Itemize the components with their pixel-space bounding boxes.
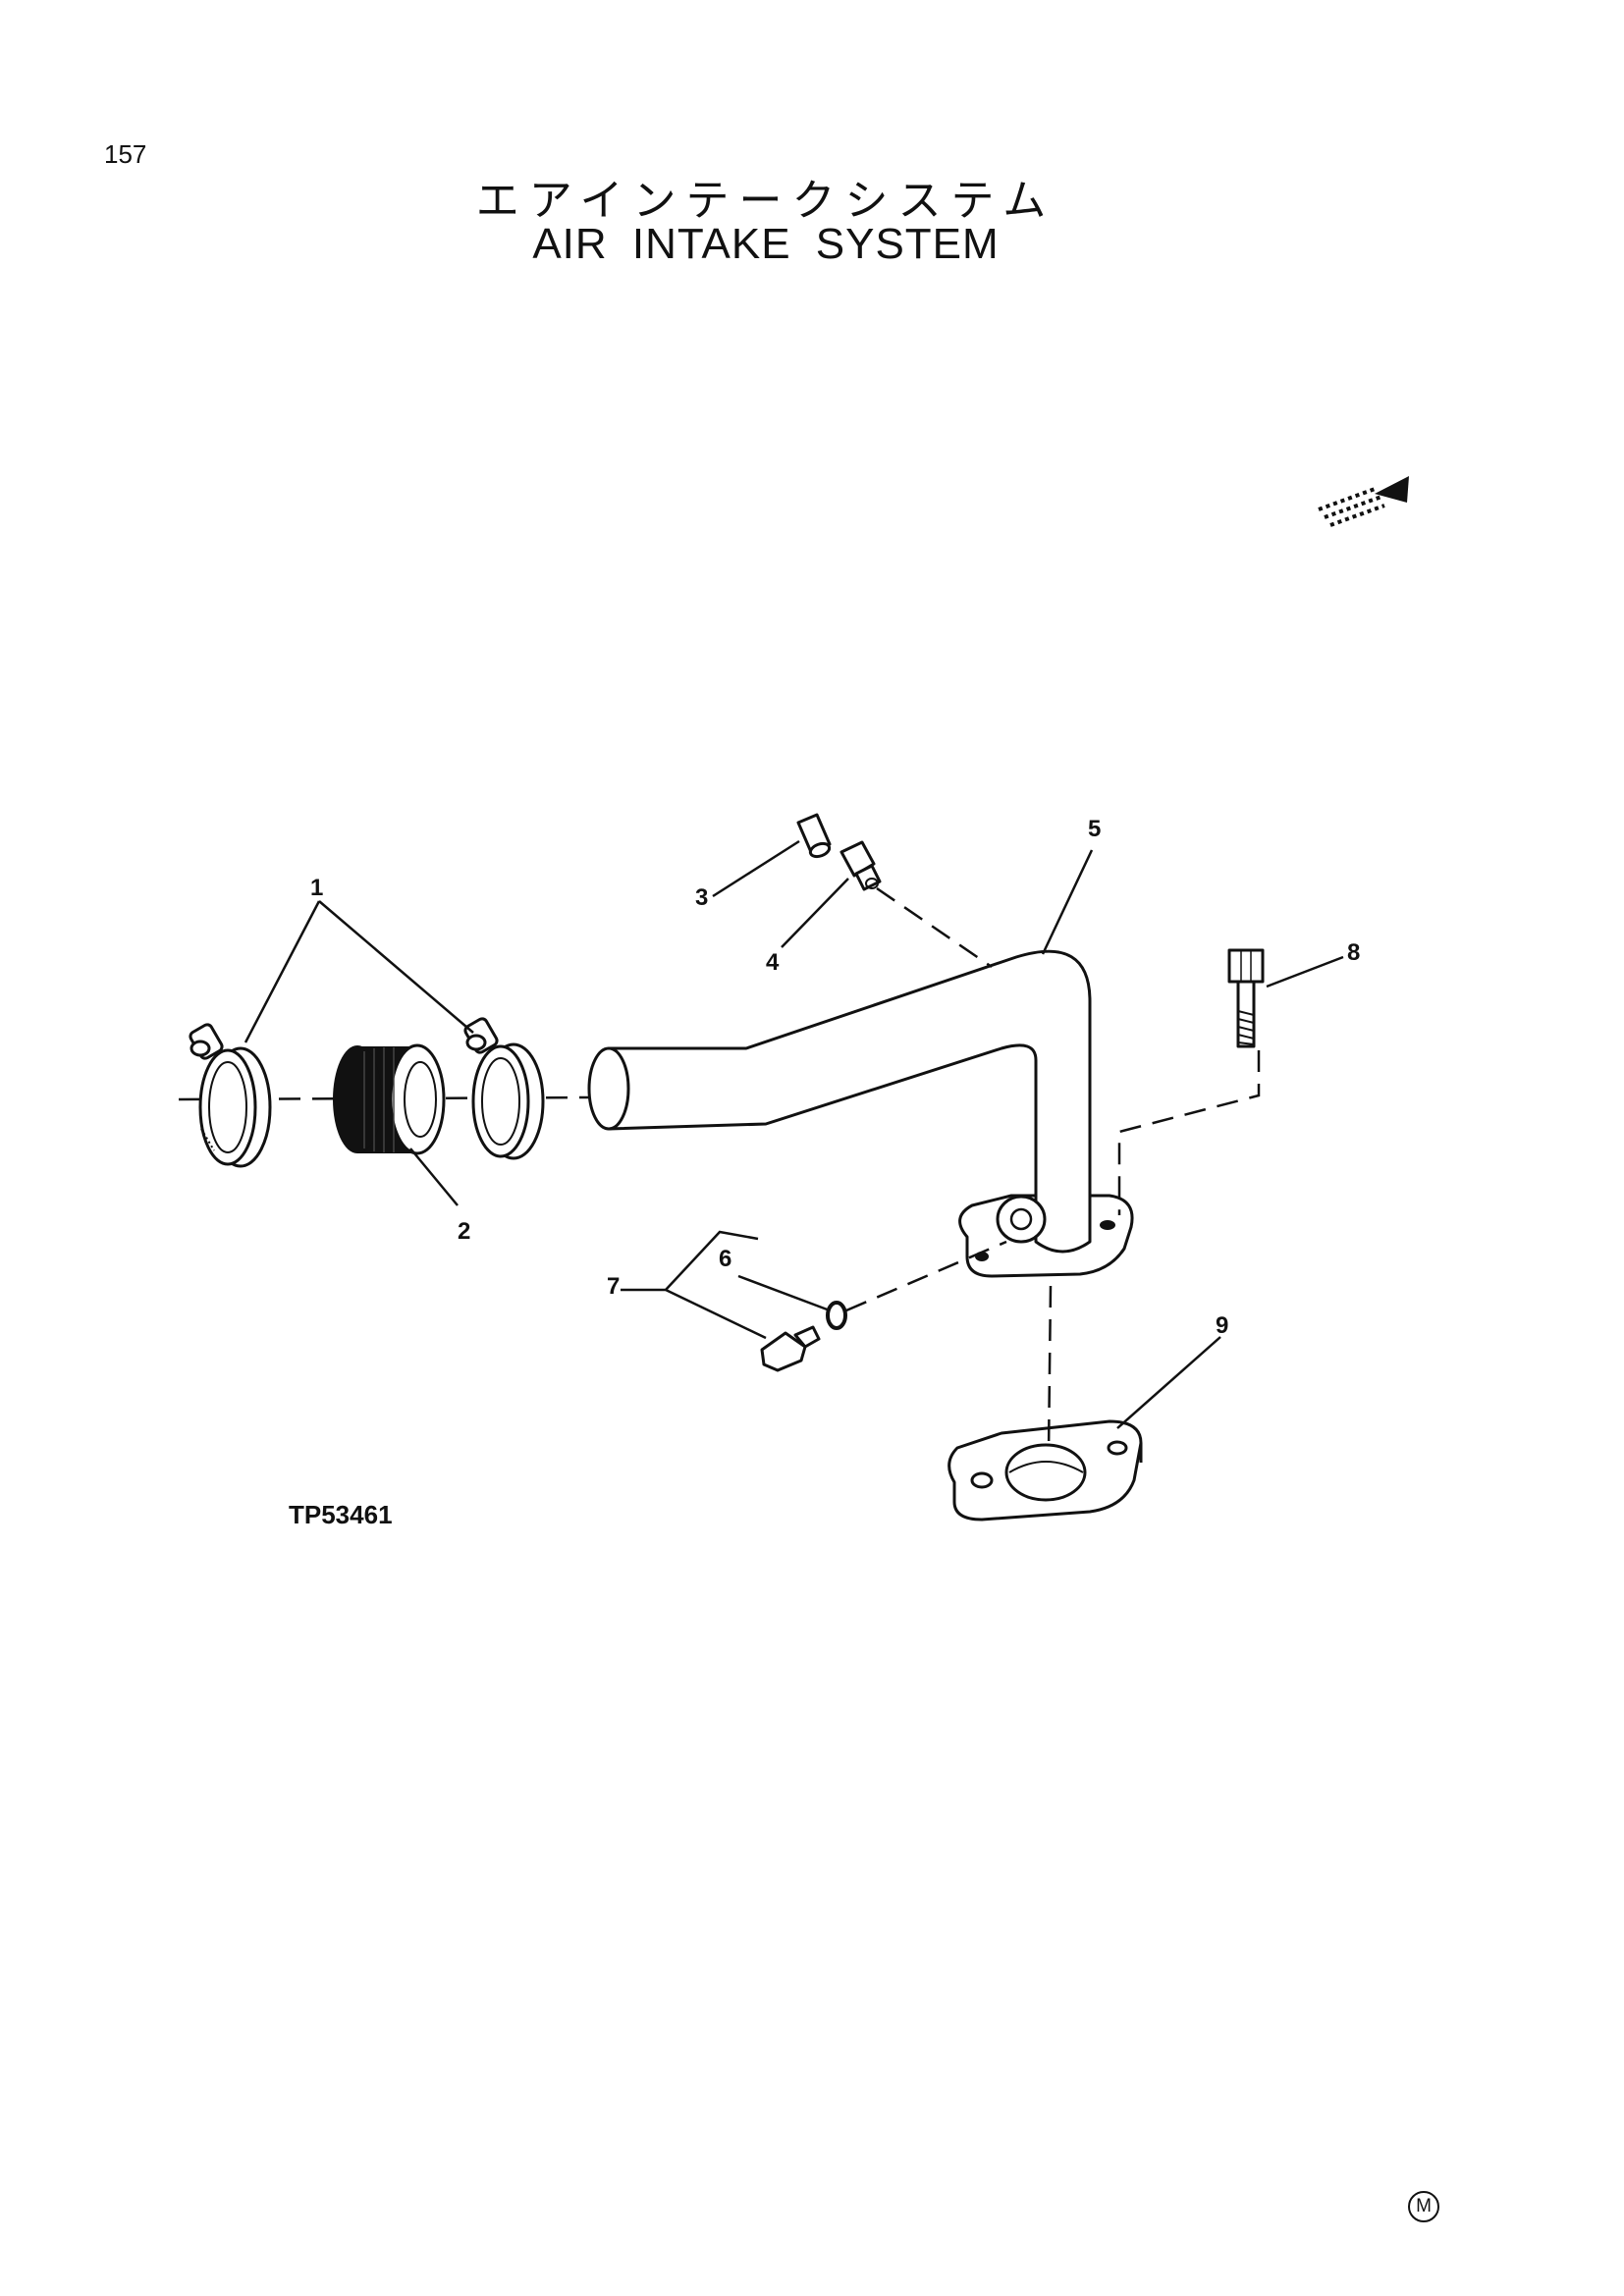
callout-5: 5 [1088, 816, 1101, 842]
hose [333, 1043, 446, 1155]
direction-arrow-icon [1318, 476, 1409, 527]
callout-4: 4 [766, 949, 780, 976]
leader-line-7 [621, 1230, 767, 1340]
callout-9: 9 [1216, 1312, 1228, 1339]
plug [796, 813, 832, 859]
gasket [947, 1419, 1143, 1522]
hose-clamp-right [463, 1017, 545, 1160]
leader-line-5 [1041, 849, 1094, 955]
leader-line-6 [737, 1274, 831, 1312]
callout-1: 1 [310, 875, 323, 901]
callout-3: 3 [695, 884, 708, 911]
leader-line-8 [1266, 955, 1344, 988]
hose-clamp-left [189, 1023, 272, 1168]
page-number: 157 [104, 139, 147, 169]
figure-code: TP53461 [289, 1500, 393, 1529]
fitting [839, 840, 882, 891]
callout-2: 2 [458, 1218, 470, 1245]
assembly-line-gasket [1047, 1285, 1053, 1454]
drain-plug [760, 1325, 821, 1372]
intake-pipe [587, 949, 1134, 1278]
assembly-line-drain [845, 1240, 1007, 1312]
callout-8: 8 [1347, 939, 1360, 966]
corner-mark: M [1408, 2191, 1439, 2222]
leader-line-4 [781, 878, 849, 948]
leader-line-3 [712, 839, 800, 898]
bolt [1227, 948, 1265, 1048]
leader-line-2 [409, 1148, 459, 1206]
callout-6: 6 [719, 1246, 731, 1272]
leader-line-1 [244, 900, 474, 1043]
assembly-line-fitting [876, 886, 993, 969]
callout-7: 7 [607, 1273, 620, 1300]
washer [826, 1301, 847, 1330]
leader-line-9 [1116, 1336, 1221, 1429]
title-japanese: エアインテークシステム [475, 176, 1056, 226]
assembly-line-bolt [1117, 1050, 1261, 1215]
title-english: AIR INTAKE SYSTEM [532, 220, 1000, 268]
